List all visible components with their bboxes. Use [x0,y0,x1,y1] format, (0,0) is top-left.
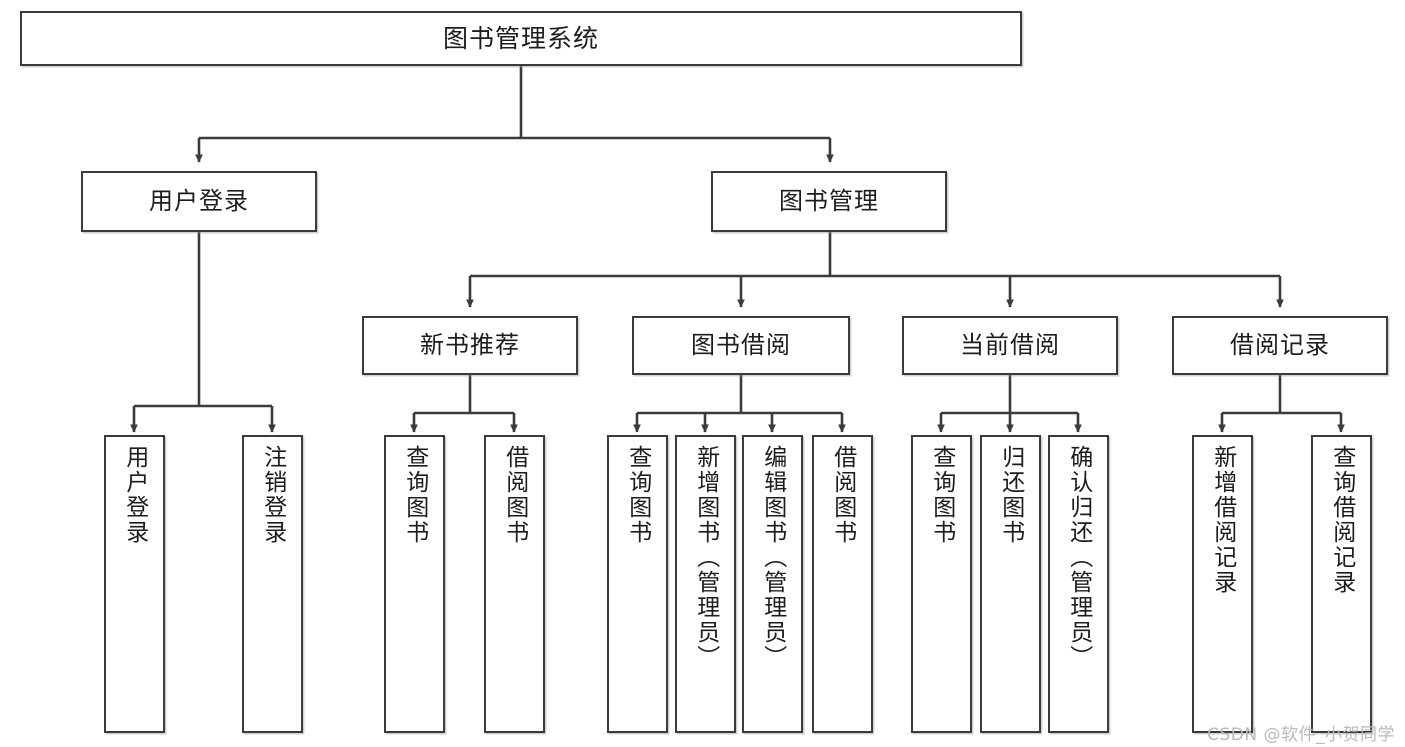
node-leaf-query-book-3-label: 查询图书 [928,445,955,545]
watermark-text: CSDN @软件_小贺同学 [1207,725,1395,745]
node-leaf-user-login[interactable]: 用户登录 [104,435,165,733]
node-new-book-recommend-label: 新书推荐 [420,331,520,360]
node-current-borrow-label: 当前借阅 [960,331,1060,360]
node-leaf-return-book[interactable]: 归还图书 [980,435,1041,733]
node-leaf-query-book-2-label: 查询图书 [624,445,651,545]
node-root[interactable]: 图书管理系统 [20,11,1022,66]
node-leaf-borrow-book-2-label: 借阅图书 [829,445,856,545]
node-leaf-confirm-return[interactable]: 确认归还（管理员） [1048,435,1109,733]
node-leaf-add-record-label: 新增借阅记录 [1209,445,1236,595]
node-book-borrow-label: 图书借阅 [691,331,791,360]
node-leaf-query-record[interactable]: 查询借阅记录 [1311,435,1372,733]
node-leaf-logout-login[interactable]: 注销登录 [242,435,303,733]
node-current-borrow[interactable]: 当前借阅 [902,316,1118,375]
node-user-login-label: 用户登录 [149,187,249,216]
node-leaf-confirm-return-label: 确认归还（管理员） [1065,445,1092,670]
node-book-borrow[interactable]: 图书借阅 [632,316,850,375]
node-leaf-user-login-label: 用户登录 [121,445,148,545]
node-leaf-edit-book-label: 编辑图书（管理员） [759,445,786,670]
node-book-manage[interactable]: 图书管理 [711,171,947,232]
node-leaf-query-book-3[interactable]: 查询图书 [911,435,972,733]
node-leaf-edit-book[interactable]: 编辑图书（管理员） [742,435,803,733]
node-leaf-query-book-1-label: 查询图书 [401,445,428,545]
node-new-book-recommend[interactable]: 新书推荐 [362,316,578,375]
node-leaf-add-book-label: 新增图书（管理员） [692,445,719,670]
node-leaf-borrow-book-1[interactable]: 借阅图书 [484,435,545,733]
node-leaf-borrow-book-2[interactable]: 借阅图书 [812,435,873,733]
node-leaf-query-book-1[interactable]: 查询图书 [384,435,445,733]
node-book-manage-label: 图书管理 [779,187,879,216]
node-leaf-borrow-book-1-label: 借阅图书 [501,445,528,545]
node-leaf-logout-login-label: 注销登录 [259,445,286,545]
node-leaf-return-book-label: 归还图书 [997,445,1024,545]
node-leaf-add-record[interactable]: 新增借阅记录 [1192,435,1253,733]
node-leaf-query-book-2[interactable]: 查询图书 [607,435,668,733]
node-borrow-record-label: 借阅记录 [1230,331,1330,360]
node-leaf-query-record-label: 查询借阅记录 [1328,445,1355,595]
node-user-login[interactable]: 用户登录 [81,171,317,232]
node-borrow-record[interactable]: 借阅记录 [1172,316,1388,375]
node-root-label: 图书管理系统 [442,23,599,53]
node-leaf-add-book[interactable]: 新增图书（管理员） [675,435,736,733]
